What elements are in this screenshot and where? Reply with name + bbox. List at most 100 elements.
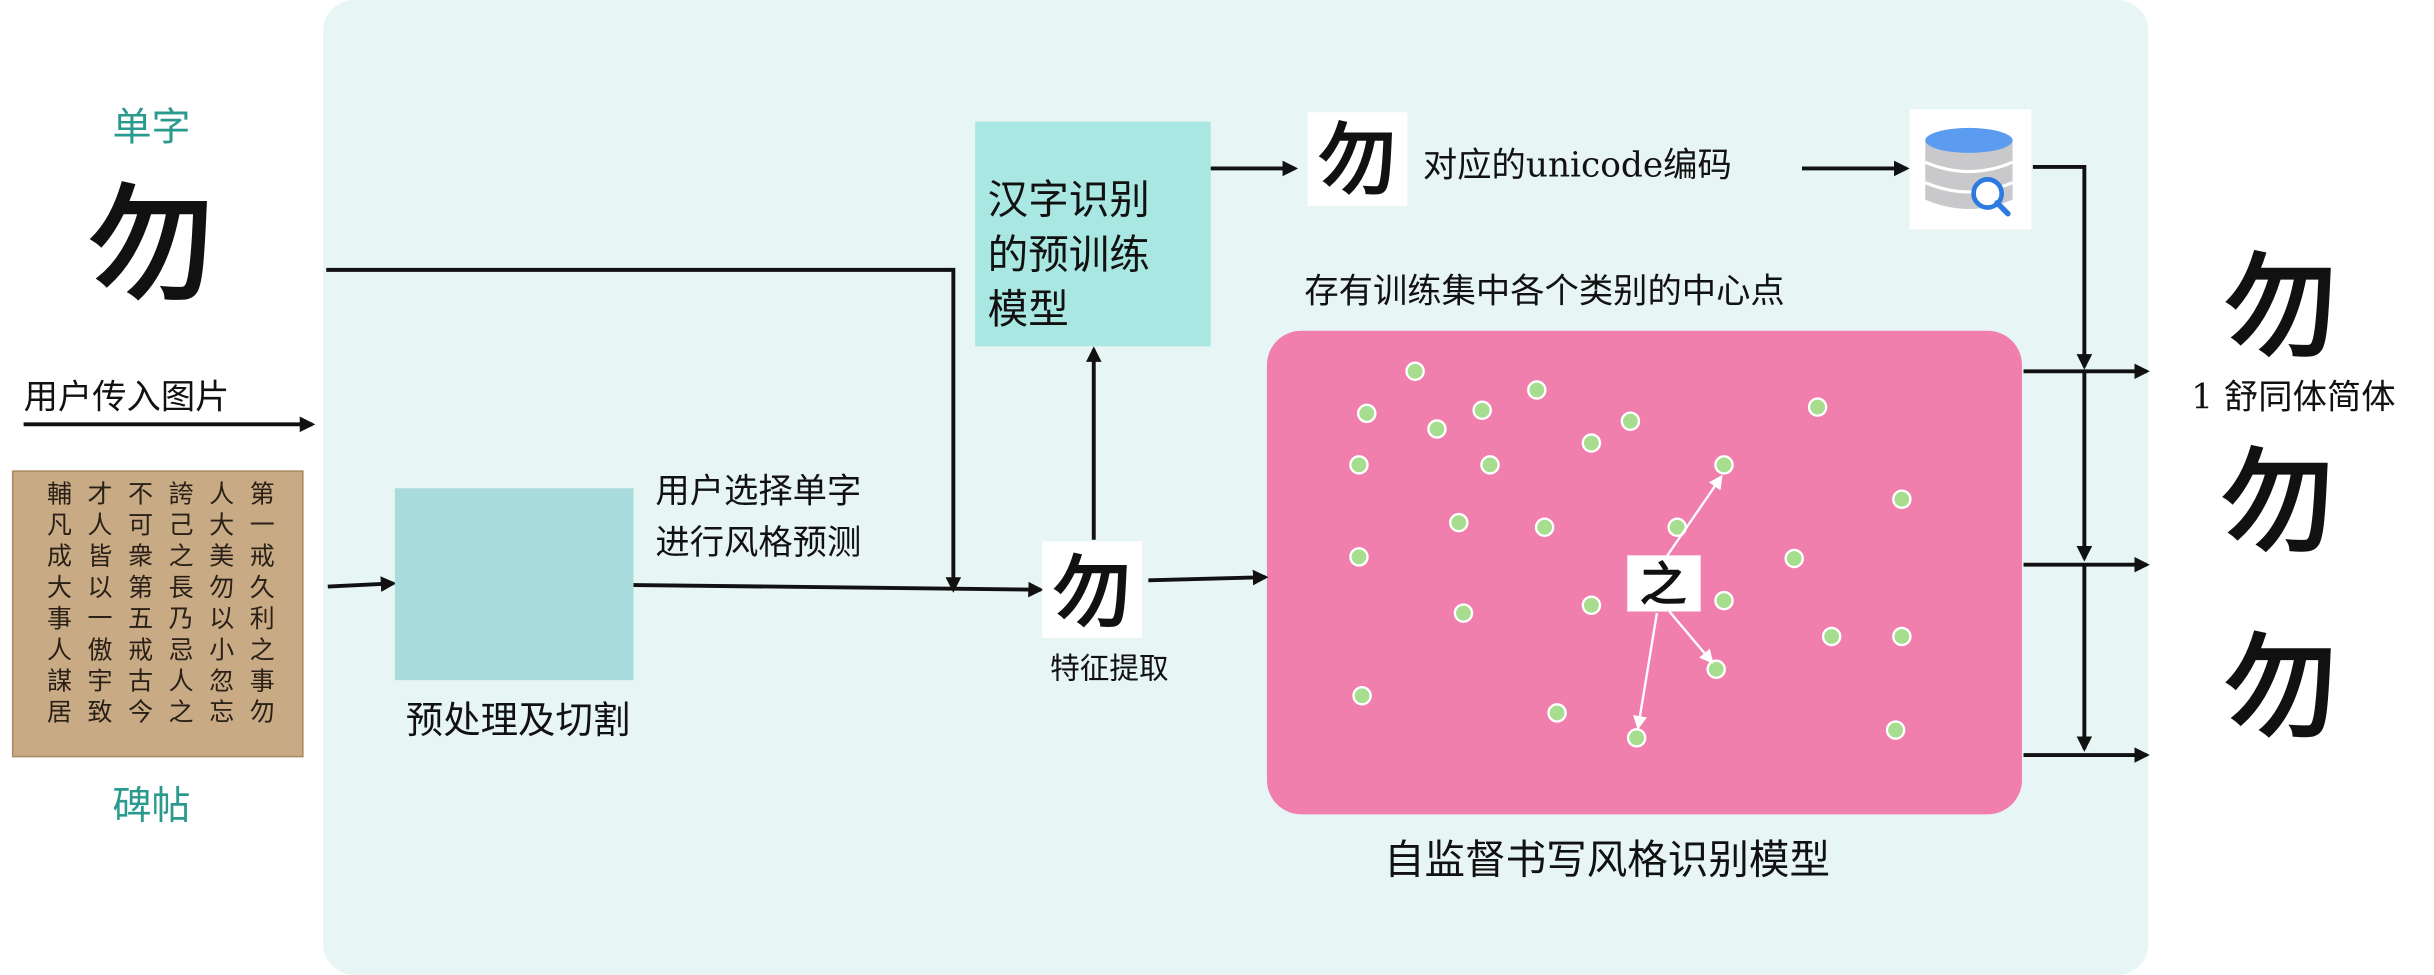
single-char-arrow — [326, 267, 962, 593]
user-select-label-line1: 用户选择单字 — [655, 471, 861, 511]
stele-glyph: 忽 — [209, 667, 234, 696]
center-point — [1714, 590, 1734, 611]
stele-glyph: 小 — [209, 635, 234, 664]
stele-glyph: 己 — [169, 511, 194, 540]
center-point — [1472, 400, 1492, 421]
stele-glyph: 可 — [128, 511, 153, 540]
center-point — [1807, 397, 1828, 417]
stele-glyph: 以 — [209, 604, 234, 633]
unicode-char-glyph: 勿 — [1318, 115, 1396, 206]
center-point — [1480, 455, 1500, 475]
query-arrow-down — [1633, 612, 1659, 731]
stele-glyph: 人 — [88, 511, 113, 540]
stele-glyph: 之 — [169, 698, 194, 727]
center-point — [1527, 380, 1547, 400]
center-point — [1357, 403, 1377, 424]
db-to-results-line — [2032, 164, 2093, 370]
stele-glyph: 以 — [88, 573, 113, 602]
preprocess-box — [394, 488, 634, 681]
stele-glyph: 不 — [128, 479, 153, 508]
stele-glyph: 戒 — [128, 635, 153, 664]
result-font-label: 1 舒同体简体 — [2191, 378, 2395, 418]
user-select-label-line2: 进行风格预测 — [655, 523, 861, 563]
result-glyph-2: 勿 — [2222, 437, 2334, 568]
stele-glyph: 皆 — [88, 542, 113, 571]
stele-glyph: 人 — [47, 635, 72, 664]
stele-image: 第一戒久利之事勿人大美勿以小忽忘誇己之長乃忌人之不可衆第五戒古今才人皆以一傲宇致… — [11, 470, 304, 758]
user-input-label: 用户传入图片 — [24, 378, 230, 418]
stele-glyph: 長 — [169, 573, 194, 602]
center-point — [1581, 433, 1602, 453]
stele-glyph: 人 — [169, 667, 194, 696]
center-point — [1427, 419, 1447, 439]
stele-glyph: 乃 — [169, 604, 194, 633]
stele-glyph: 戒 — [250, 542, 275, 571]
center-point — [1892, 489, 1912, 509]
stele-glyph: 事 — [250, 667, 275, 696]
unicode-label: 对应的unicode编码 — [1423, 145, 1732, 185]
feature-char-glyph: 勿 — [1053, 547, 1131, 638]
input-char-glyph: 勿 — [89, 173, 214, 319]
stele-glyph: 一 — [88, 604, 113, 633]
center-points — [1349, 361, 1912, 748]
center-point — [1349, 547, 1369, 567]
center-point — [1547, 703, 1567, 723]
center-point — [1405, 361, 1425, 382]
preprocess-label: 预处理及切割 — [406, 698, 631, 742]
stele-glyph: 大 — [47, 573, 72, 602]
pretrain-box — [975, 121, 1211, 347]
model-label: 自监督书写风格识别模型 — [1384, 836, 1830, 884]
feature-char-box — [1042, 541, 1143, 639]
center-point — [1626, 728, 1647, 748]
center-point — [1581, 595, 1602, 616]
center-point — [1706, 659, 1726, 679]
center-point — [1821, 626, 1842, 647]
stele-glyph: 大 — [209, 511, 234, 540]
database-search-icon — [1909, 109, 2032, 230]
query-char-glyph: 之 — [1640, 558, 1687, 613]
center-point — [1349, 455, 1369, 475]
stele-glyph: 之 — [169, 542, 194, 571]
stele-glyph: 一 — [250, 511, 275, 540]
center-point — [1784, 548, 1804, 569]
pretrain-label-line1: 汉字识别 — [988, 176, 1150, 224]
stele-glyph: 成 — [47, 542, 72, 571]
stele-label: 碑帖 — [113, 784, 191, 829]
pretrain-label-line3: 模型 — [988, 285, 1069, 333]
stele-glyph: 美 — [209, 542, 234, 571]
center-point — [1885, 720, 1906, 740]
center-point — [1453, 603, 1474, 623]
result-glyph-1: 勿 — [2225, 242, 2337, 373]
center-point — [1534, 517, 1555, 538]
stele-glyph: 第 — [250, 479, 275, 508]
center-point — [1892, 626, 1912, 647]
stele-glyph: 人 — [209, 479, 234, 508]
stele-glyph: 謀 — [47, 667, 72, 696]
stele-glyph: 才 — [88, 479, 113, 508]
query-char-box — [1627, 555, 1701, 612]
preprocess-to-feature-arrow — [633, 581, 1044, 598]
stele-glyph: 今 — [128, 698, 153, 727]
stele-glyph: 第 — [128, 573, 153, 602]
center-point — [1620, 411, 1641, 431]
query-arrow-up — [1662, 474, 1723, 563]
center-point — [1352, 686, 1372, 706]
stele-glyph: 傲 — [88, 635, 113, 664]
stele-glyph: 古 — [128, 667, 153, 696]
stele-to-preprocess-arrow — [327, 576, 397, 592]
single-char-label: 单字 — [113, 105, 191, 150]
query-arrow-right — [1668, 610, 1714, 664]
feature-to-model-arrow — [1148, 569, 1269, 586]
stele-glyph: 致 — [88, 698, 113, 727]
pretrain-label-line2: 的预训练 — [988, 230, 1150, 278]
stele-glyph: 居 — [47, 698, 72, 727]
center-point — [1714, 455, 1734, 475]
stele-glyph: 輔 — [47, 479, 72, 508]
stele-glyph: 之 — [250, 635, 275, 664]
centers-label: 存有训练集中各个类别的中心点 — [1304, 272, 1784, 312]
result-glyph-3: 勿 — [2225, 623, 2337, 754]
stele-glyph: 忘 — [209, 698, 234, 727]
unicode-char-box — [1307, 112, 1408, 206]
stele-glyph: 衆 — [128, 542, 153, 571]
stele-glyph: 宇 — [88, 667, 113, 696]
